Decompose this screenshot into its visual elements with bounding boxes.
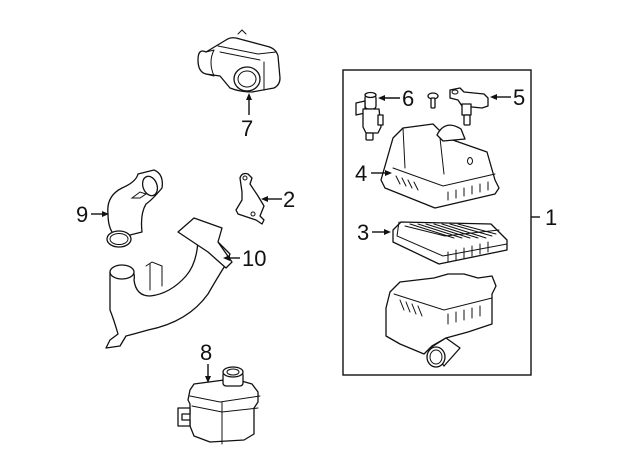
part-10-air-intake-duct[interactable] (105, 217, 233, 349)
callout-2-label[interactable]: 2 (283, 187, 295, 212)
callout-10-label[interactable]: 10 (242, 246, 266, 271)
bolt (427, 92, 439, 109)
callout-8-label[interactable]: 8 (200, 340, 212, 365)
callout-4-arrow (385, 170, 392, 176)
callout-4-label[interactable]: 4 (355, 161, 367, 186)
part-2-bracket[interactable] (235, 172, 265, 225)
callout-5-label[interactable]: 5 (513, 85, 525, 110)
callout-9-arrow (102, 211, 109, 217)
callout-2-arrow (261, 196, 268, 202)
part-7-maf-housing[interactable] (197, 29, 281, 93)
part-6-sensor-switch[interactable] (355, 91, 384, 141)
callout-7-arrow (246, 93, 252, 100)
part-3-air-filter[interactable] (392, 221, 508, 265)
callout-3-label[interactable]: 3 (357, 220, 369, 245)
assembly-group-box (342, 69, 532, 376)
callout-1-label[interactable]: 1 (545, 205, 557, 230)
part-4-upper-cover[interactable] (380, 123, 500, 209)
callout-3-arrow (384, 229, 391, 235)
part-8-resonator[interactable] (177, 366, 261, 445)
callout-6-label[interactable]: 6 (402, 86, 414, 111)
part-9-intake-hose[interactable] (106, 169, 163, 248)
callout-9-label[interactable]: 9 (76, 202, 88, 227)
callout-5-arrow (490, 94, 497, 100)
callout-6-arrow (378, 95, 385, 101)
callout-8-arrow (205, 376, 211, 383)
callout-7-label[interactable]: 7 (241, 116, 253, 141)
callout-10-arrow (223, 255, 230, 261)
air-cleaner-lower-case (385, 273, 497, 368)
part-5-sensor[interactable] (449, 87, 489, 126)
